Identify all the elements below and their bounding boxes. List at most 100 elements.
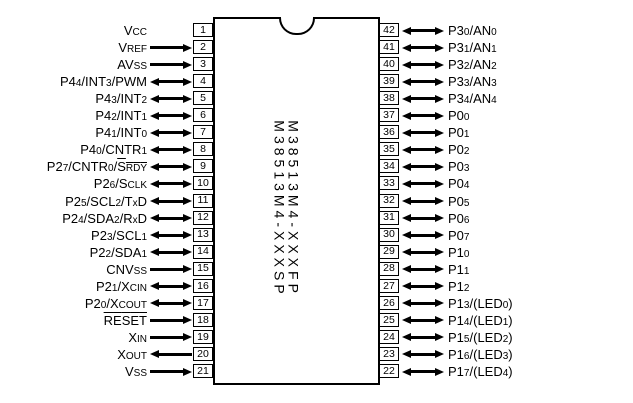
pin-label: P02 (448, 142, 470, 158)
pin-label: P14/(LED1) (448, 312, 513, 328)
pin-number: 39 (379, 74, 399, 89)
pin-row: P13/(LED0) (402, 294, 633, 312)
pin-number: 19 (193, 329, 213, 344)
pin-number: 20 (193, 346, 213, 361)
pin-number: 30 (379, 227, 399, 242)
bidirectional-arrow-icon (402, 111, 444, 121)
pin-label: P16/(LED3) (448, 346, 513, 362)
bidirectional-arrow-icon (402, 349, 444, 359)
pin-row: P22/SDA1 (0, 243, 192, 261)
bidirectional-arrow-icon (150, 111, 192, 121)
pin-row: P23/SCL1 (0, 226, 192, 244)
input-arrow-icon (150, 43, 192, 53)
pin-label: P03 (448, 159, 470, 175)
chip-part-numbers: M38513M4-XXXFP M38513M4-XXXSP (272, 120, 302, 298)
pin-row: P04 (402, 175, 633, 193)
pin-label: P22/SDA1 (89, 244, 147, 260)
bidirectional-arrow-icon (402, 128, 444, 138)
pin-row: P00 (402, 107, 633, 125)
pin-row: P33/AN3 (402, 73, 633, 91)
pin-row: P25/SCL2/TxD (0, 192, 192, 210)
input-arrow-icon (150, 332, 192, 342)
pin-row: P11 (402, 260, 633, 278)
pin-label: VSS (124, 364, 147, 379)
bidirectional-arrow-icon (402, 298, 444, 308)
pin-row: P16/(LED3) (402, 345, 633, 363)
pin-label: P33/AN3 (448, 74, 497, 90)
pin-number: 42 (379, 23, 399, 37)
pin-number: 28 (379, 261, 399, 276)
pin-number: 23 (379, 346, 399, 361)
pin-row: P06 (402, 209, 633, 227)
pin-number: 14 (193, 244, 213, 259)
pin-row: P12 (402, 277, 633, 295)
pin-row: VSS (0, 363, 192, 381)
pin-label: P32/AN2 (448, 57, 497, 73)
pin-number: 22 (379, 364, 399, 378)
pin-row: P44/INT3/PWM (0, 73, 192, 91)
bidirectional-arrow-icon (402, 367, 444, 377)
pin-row: P03 (402, 158, 633, 176)
pin-label: P23/SCL1 (91, 227, 147, 243)
input-arrow-icon (150, 60, 192, 70)
pin-label: P04 (448, 176, 470, 192)
pin-row: P20/XCOUT (0, 294, 192, 312)
pin-label: P42/INT1 (95, 108, 147, 124)
pin-row: P32/AN2 (402, 56, 633, 74)
pin-label: RESET (103, 312, 147, 328)
pin-number: 11 (193, 193, 213, 208)
pin-row: P27/CNTR0/SRDY (0, 158, 192, 176)
pin-number: 6 (193, 108, 213, 123)
pin-label: P17/(LED4) (448, 364, 513, 379)
bidirectional-arrow-icon (402, 179, 444, 189)
pin-row: P34/AN4 (402, 90, 633, 108)
pin-label: VREF (118, 40, 147, 56)
chip-part-number-sp: M38513M4-XXXSP (272, 120, 288, 298)
pin-label: AVSS (117, 57, 147, 73)
pin-number: 26 (379, 295, 399, 310)
bidirectional-arrow-icon (402, 162, 444, 172)
input-arrow-icon (150, 367, 192, 377)
pin-number: 33 (379, 176, 399, 191)
pin-number: 27 (379, 278, 399, 293)
pin-row: P17/(LED4) (402, 363, 633, 381)
pin-number: 37 (379, 108, 399, 123)
pin-row: VCC (0, 22, 192, 40)
chip-body: M38513M4-XXXFP M38513M4-XXXSP (213, 17, 380, 385)
pin-row: XIN (0, 328, 192, 346)
pin-label: P34/AN4 (448, 91, 497, 107)
pin-row: P30/AN0 (402, 22, 633, 40)
bidirectional-arrow-icon (150, 145, 192, 155)
pin-number: 24 (379, 329, 399, 344)
bidirectional-arrow-icon (150, 162, 192, 172)
pin-row: P02 (402, 141, 633, 159)
pin-number: 12 (193, 210, 213, 225)
pin-row: P15/(LED2) (402, 328, 633, 346)
output-arrow-icon (150, 349, 192, 359)
pin-label: P20/XCOUT (84, 295, 147, 311)
pin-label: P06 (448, 210, 470, 226)
pin-number: 38 (379, 91, 399, 106)
pin-label: P26/SCLK (93, 176, 147, 192)
bidirectional-arrow-icon (402, 247, 444, 257)
pin-number: 7 (193, 125, 213, 140)
input-arrow-icon (150, 315, 192, 325)
pin-row: P31/AN1 (402, 39, 633, 57)
bidirectional-arrow-icon (402, 196, 444, 206)
pin-label: P15/(LED2) (448, 329, 513, 345)
pin-label: P44/INT3/PWM (59, 74, 147, 90)
input-arrow-icon (150, 264, 192, 274)
bidirectional-arrow-icon (402, 264, 444, 274)
bidirectional-arrow-icon (402, 213, 444, 223)
bidirectional-arrow-icon (150, 94, 192, 104)
pin-label: P43/INT2 (95, 91, 147, 107)
bidirectional-arrow-icon (150, 247, 192, 257)
pin-row: P43/INT2 (0, 90, 192, 108)
pin-number: 34 (379, 159, 399, 174)
pin-number: 16 (193, 278, 213, 293)
pin-number: 4 (193, 74, 213, 89)
bidirectional-arrow-icon (402, 230, 444, 240)
pin-number: 9 (193, 159, 213, 174)
bidirectional-arrow-icon (402, 94, 444, 104)
